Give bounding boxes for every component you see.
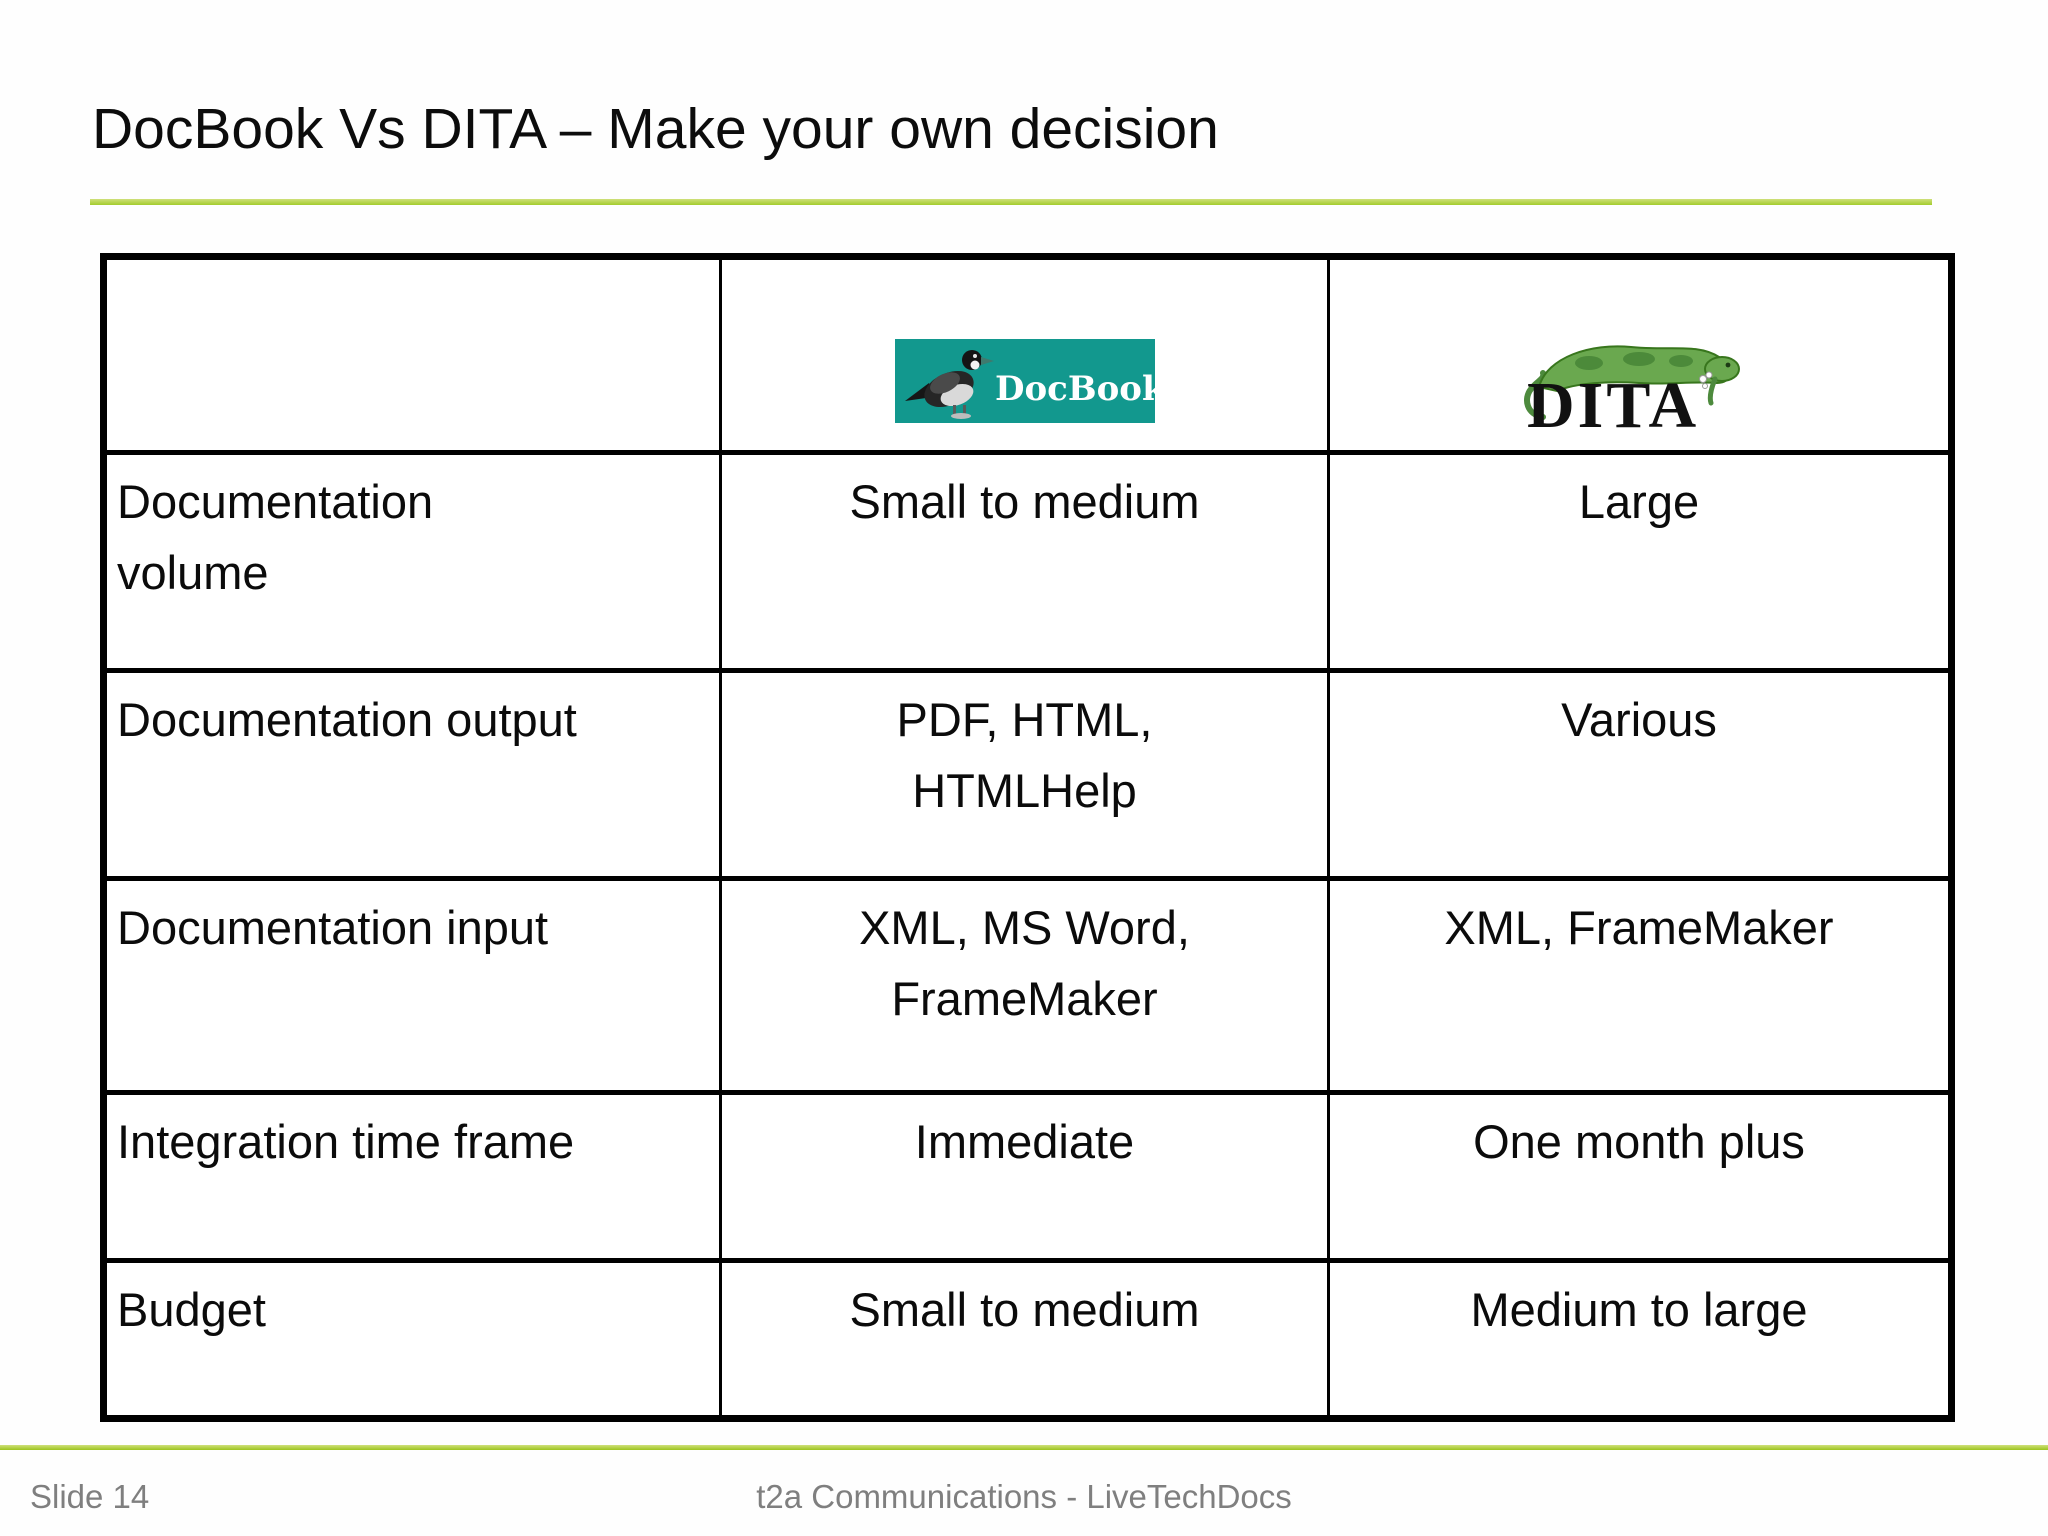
table-row: Integration time frame Immediate One mon… xyxy=(102,1090,1953,1263)
slide-number: Slide 14 xyxy=(30,1478,150,1515)
footer-company-text: t2a Communications - LiveTechDocs xyxy=(756,1478,1292,1515)
table-row: Documentation output PDF, HTML, HTMLHelp… xyxy=(102,668,1953,881)
title-underline xyxy=(90,199,1932,205)
docbook-value: PDF, HTML, HTMLHelp xyxy=(719,668,1330,881)
table-row: Documentation input XML, MS Word, FrameM… xyxy=(102,876,1953,1095)
table-row: Documentation volume Small to medium Lar… xyxy=(102,450,1953,673)
docbook-bird-icon xyxy=(904,349,994,419)
dita-value: One month plus xyxy=(1327,1090,1953,1263)
header-docbook-cell: DocBook xyxy=(719,254,1330,455)
table-header-row: DocBook xyxy=(102,254,1953,455)
header-empty-cell xyxy=(102,254,722,455)
header-dita-cell: DITA xyxy=(1327,254,1953,455)
row-label: Integration time frame xyxy=(102,1090,722,1263)
row-label: Documentation input xyxy=(102,876,722,1095)
dita-value: Various xyxy=(1327,668,1953,881)
docbook-value: Small to medium xyxy=(719,1258,1330,1421)
dita-lizard-icon xyxy=(1524,344,1740,420)
dita-logo: DITA xyxy=(1519,331,1759,442)
slide-title: DocBook Vs DITA – Make your own decision xyxy=(92,97,1219,161)
docbook-value: Immediate xyxy=(719,1090,1330,1263)
dita-logo-text: DITA xyxy=(1527,369,1699,431)
docbook-logo-text: DocBook xyxy=(995,369,1155,409)
dita-value: XML, FrameMaker xyxy=(1327,876,1953,1095)
row-label: Documentation output xyxy=(102,668,722,881)
docbook-value: XML, MS Word, FrameMaker xyxy=(719,876,1330,1095)
table-row: Budget Small to medium Medium to large xyxy=(102,1258,1953,1421)
comparison-table: DocBook xyxy=(100,253,1955,1422)
dita-value: Large xyxy=(1327,450,1953,673)
docbook-value: Small to medium xyxy=(719,450,1330,673)
dita-value: Medium to large xyxy=(1327,1258,1953,1421)
row-label: Documentation volume xyxy=(102,450,722,673)
row-label: Budget xyxy=(102,1258,722,1421)
docbook-logo: DocBook xyxy=(894,338,1166,423)
footer-divider xyxy=(0,1445,2048,1450)
